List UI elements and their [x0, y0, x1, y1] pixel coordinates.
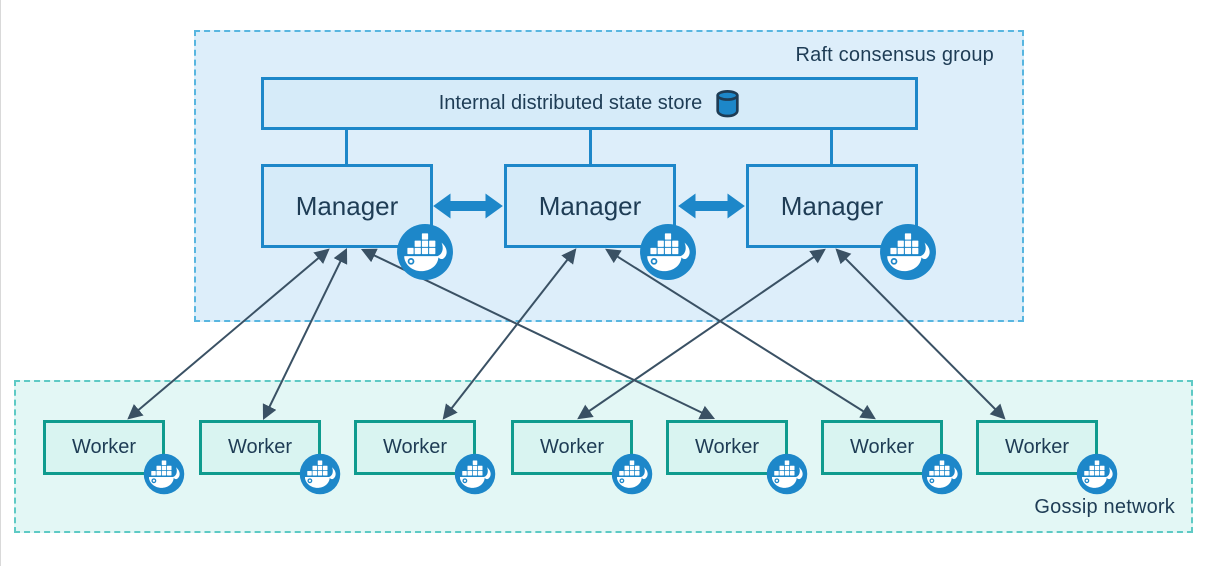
- worker-label: Worker: [694, 436, 760, 458]
- worker-label: Worker: [539, 436, 605, 458]
- manager-node-3: Manager: [746, 164, 918, 248]
- worker-label: Worker: [849, 436, 915, 458]
- worker-label: Worker: [1004, 436, 1070, 458]
- manager-label: Manager: [295, 190, 399, 221]
- database-cylinder-icon: [716, 90, 739, 118]
- worker-node-5: Worker: [666, 420, 788, 475]
- worker-label: Worker: [227, 436, 293, 458]
- state-store-label: Internal distributed state store: [438, 92, 703, 114]
- worker-node-7: Worker: [976, 420, 1098, 475]
- raft-group-label: Raft consensus group: [795, 44, 994, 66]
- worker-label: Worker: [71, 436, 137, 458]
- manager-node-1: Manager: [261, 164, 433, 248]
- manager-node-2: Manager: [504, 164, 676, 248]
- state-store-box: Internal distributed state store: [261, 77, 918, 130]
- worker-node-6: Worker: [821, 420, 943, 475]
- manager-label: Manager: [538, 190, 642, 221]
- worker-node-4: Worker: [511, 420, 633, 475]
- worker-label: Worker: [382, 436, 448, 458]
- worker-node-2: Worker: [199, 420, 321, 475]
- manager-label: Manager: [780, 190, 884, 221]
- worker-node-3: Worker: [354, 420, 476, 475]
- worker-node-1: Worker: [43, 420, 165, 475]
- gossip-network-label: Gossip network: [1034, 496, 1175, 518]
